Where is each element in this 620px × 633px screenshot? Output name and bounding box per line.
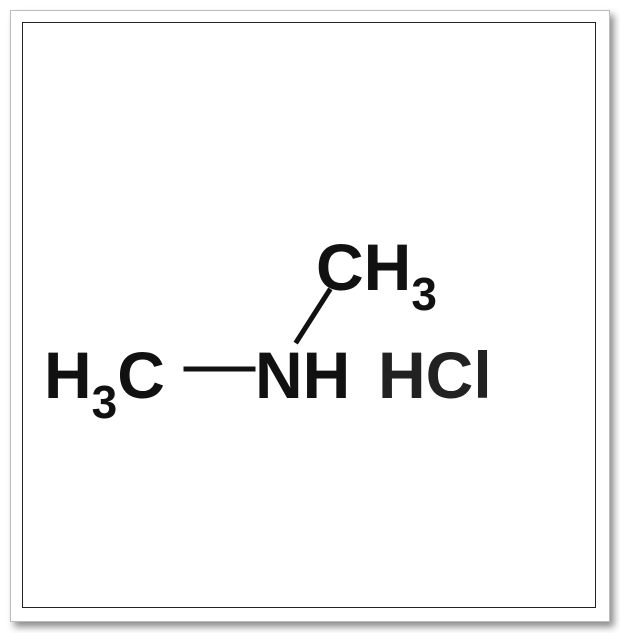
image-card — [10, 10, 610, 622]
amine-nh: NH — [255, 338, 350, 412]
left-methyl-c: C — [117, 338, 165, 412]
hydrochloride-label: HCl — [378, 338, 492, 412]
left-methyl-subscript: 3 — [92, 376, 118, 428]
left-methyl-group: H3C — [44, 338, 165, 428]
left-methyl-h: H — [44, 338, 92, 412]
top-methyl-ch: CH — [316, 230, 411, 304]
bond-n-ch3 — [293, 287, 333, 345]
top-methyl-subscript: 3 — [411, 268, 437, 320]
top-methyl-group: CH3 — [316, 230, 437, 320]
image-frame — [22, 22, 596, 608]
